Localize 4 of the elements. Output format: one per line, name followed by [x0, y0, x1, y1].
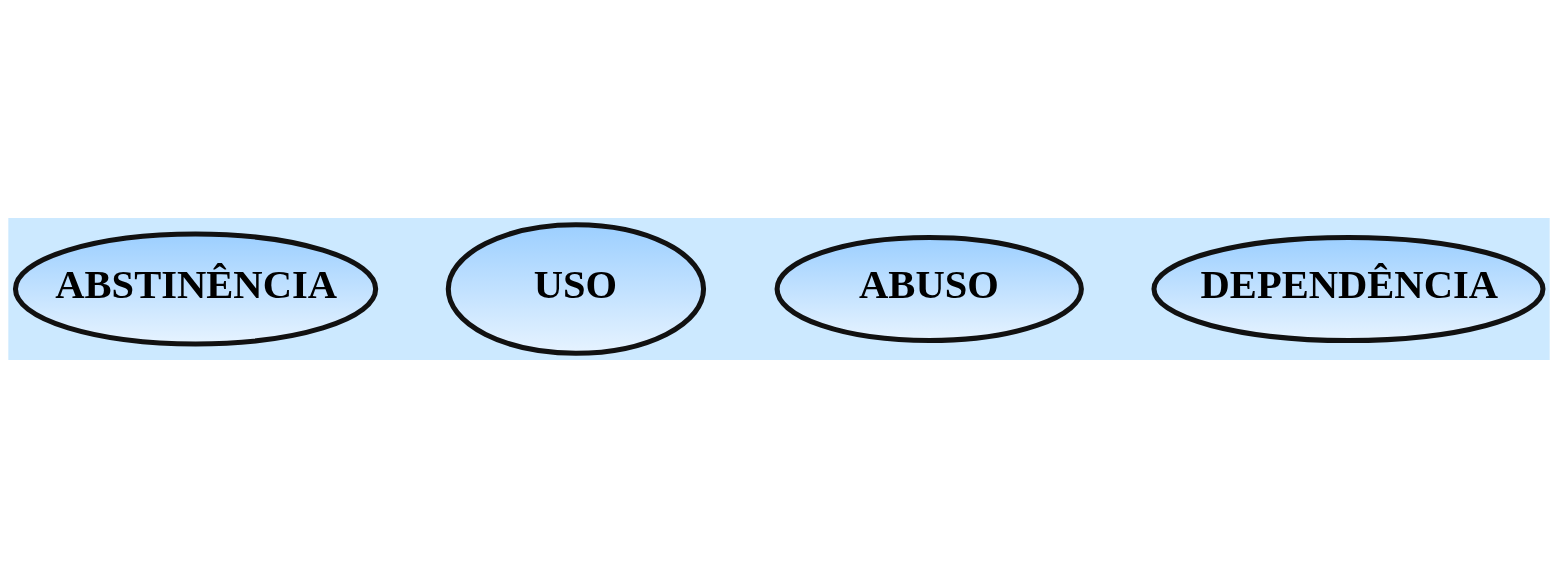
node-ellipse: DEPENDÊNCIA: [1151, 234, 1546, 343]
node-ellipse: USO: [445, 221, 707, 356]
node-ellipse: ABSTINÊNCIA: [12, 231, 379, 346]
node-ellipse: ABUSO: [774, 234, 1084, 343]
